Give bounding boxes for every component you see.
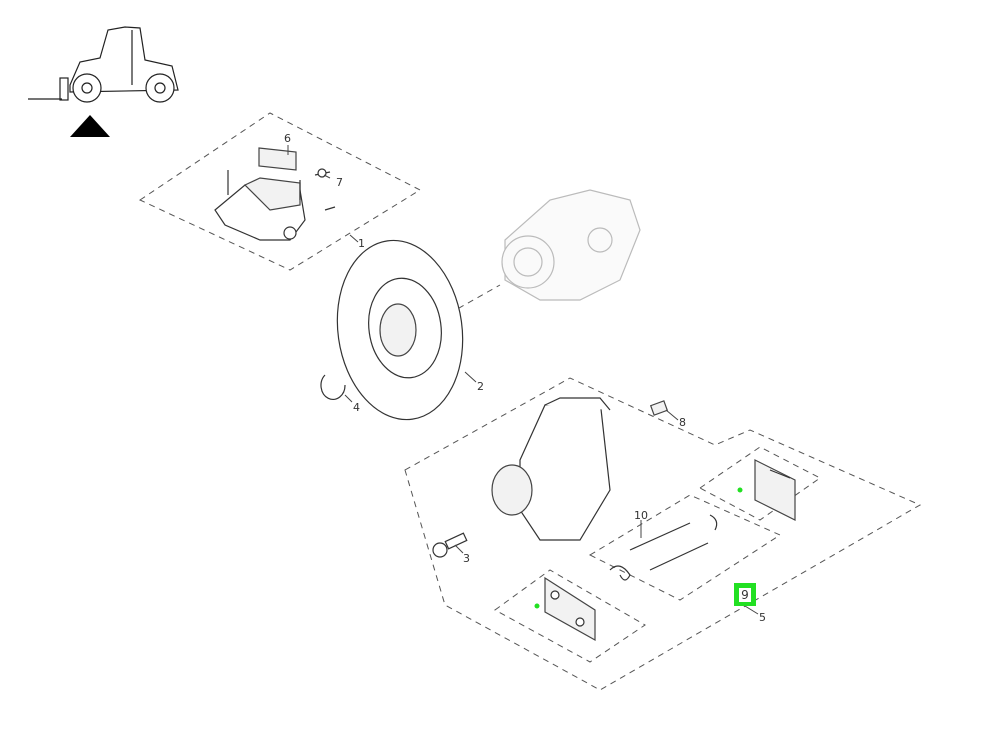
group-5-outline: [404, 377, 922, 691]
bolt-part-3[interactable]: [432, 532, 468, 558]
callout-8[interactable]: 8: [679, 416, 686, 429]
pad-kit-outline-left: [494, 569, 646, 663]
callout-9[interactable]: 9: [739, 587, 751, 602]
callout-7[interactable]: 7: [336, 176, 343, 189]
bolt-part-7[interactable]: [314, 168, 331, 178]
marker-dot: [737, 487, 743, 493]
brake-pad-part-9-left[interactable]: [544, 576, 596, 642]
callout-6[interactable]: 6: [284, 132, 291, 145]
callout-9-highlighted[interactable]: 9: [734, 583, 756, 606]
pins-and-springs-part-10[interactable]: [609, 514, 718, 581]
leader-lines: [287, 145, 759, 615]
callout-10[interactable]: 10: [634, 509, 648, 522]
marker-dot: [534, 603, 540, 609]
bleed-screw-part-8[interactable]: [649, 400, 669, 416]
telehandler-icon: [28, 26, 179, 103]
callout-2[interactable]: 2: [477, 380, 484, 393]
callout-4[interactable]: 4: [353, 401, 360, 414]
circlip-part-4[interactable]: [320, 374, 346, 400]
pin-kit-outline: [588, 494, 782, 601]
direction-triangle-icon: [70, 115, 110, 137]
callout-1[interactable]: 1: [358, 237, 365, 250]
caliper-part-5[interactable]: [491, 397, 611, 541]
brake-pad-part-9-right[interactable]: [754, 459, 796, 521]
caliper-bracket-part[interactable]: [214, 170, 306, 241]
axle-hub-housing: [501, 189, 641, 301]
pad-part-6[interactable]: [258, 147, 297, 171]
brake-disc-part-2[interactable]: [326, 232, 474, 428]
callout-5[interactable]: 5: [759, 611, 766, 624]
callout-3[interactable]: 3: [463, 552, 470, 565]
group-1-outline: [138, 112, 422, 271]
pad-kit-outline-right: [699, 446, 821, 521]
